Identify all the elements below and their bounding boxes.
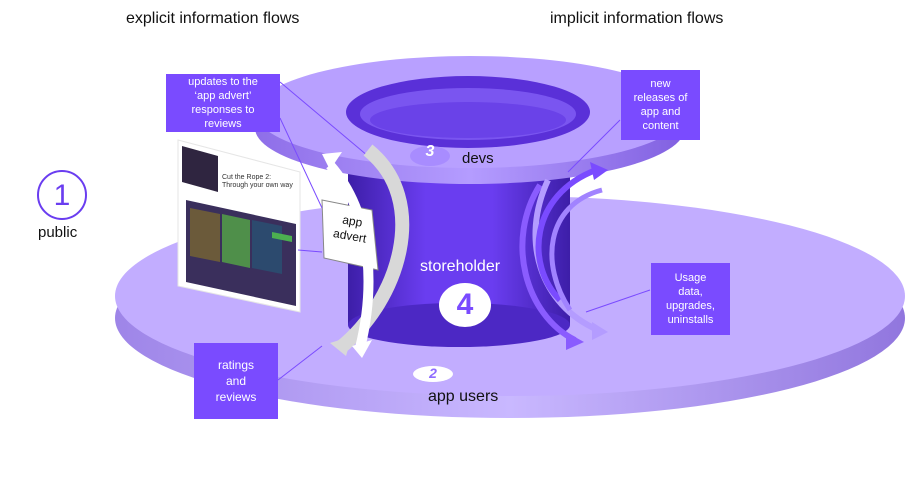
storeholder-label: storeholder	[420, 258, 501, 275]
connector-lines	[277, 81, 651, 381]
public-number-circle	[37, 170, 87, 220]
explicit-flows-heading: explicit information flows	[126, 10, 300, 27]
callout-ratings-reviews: ratings and reviews	[194, 343, 278, 419]
public-label: public	[38, 224, 78, 241]
implicit-flows-heading: implicit information flows	[550, 10, 724, 27]
callout-usage-data: Usage data, upgrades, uninstalls	[651, 263, 730, 335]
devs-number: 3	[425, 143, 435, 160]
screenshot-app-title: Cut the Rope 2: Through your own way	[222, 174, 293, 189]
storeholder-number: 4	[456, 288, 474, 321]
storeholder-number-badge	[439, 283, 491, 327]
callout-updates-to-advert: updates to the ‘app advert’ responses to…	[166, 74, 280, 132]
devs-ring	[255, 56, 685, 184]
devs-label: devs	[462, 150, 494, 167]
callout-new-releases: new releases of app and content	[621, 70, 700, 140]
public-number: 1	[53, 179, 71, 212]
app-store-screenshot	[177, 139, 301, 313]
explicit-flow-arrows	[322, 144, 410, 358]
implicit-flow-arrows	[519, 162, 608, 350]
devs-number-badge	[410, 146, 450, 166]
app-users-label: app users	[428, 388, 499, 405]
app-users-number: 2	[429, 365, 437, 381]
app-users-number-badge	[413, 366, 453, 382]
